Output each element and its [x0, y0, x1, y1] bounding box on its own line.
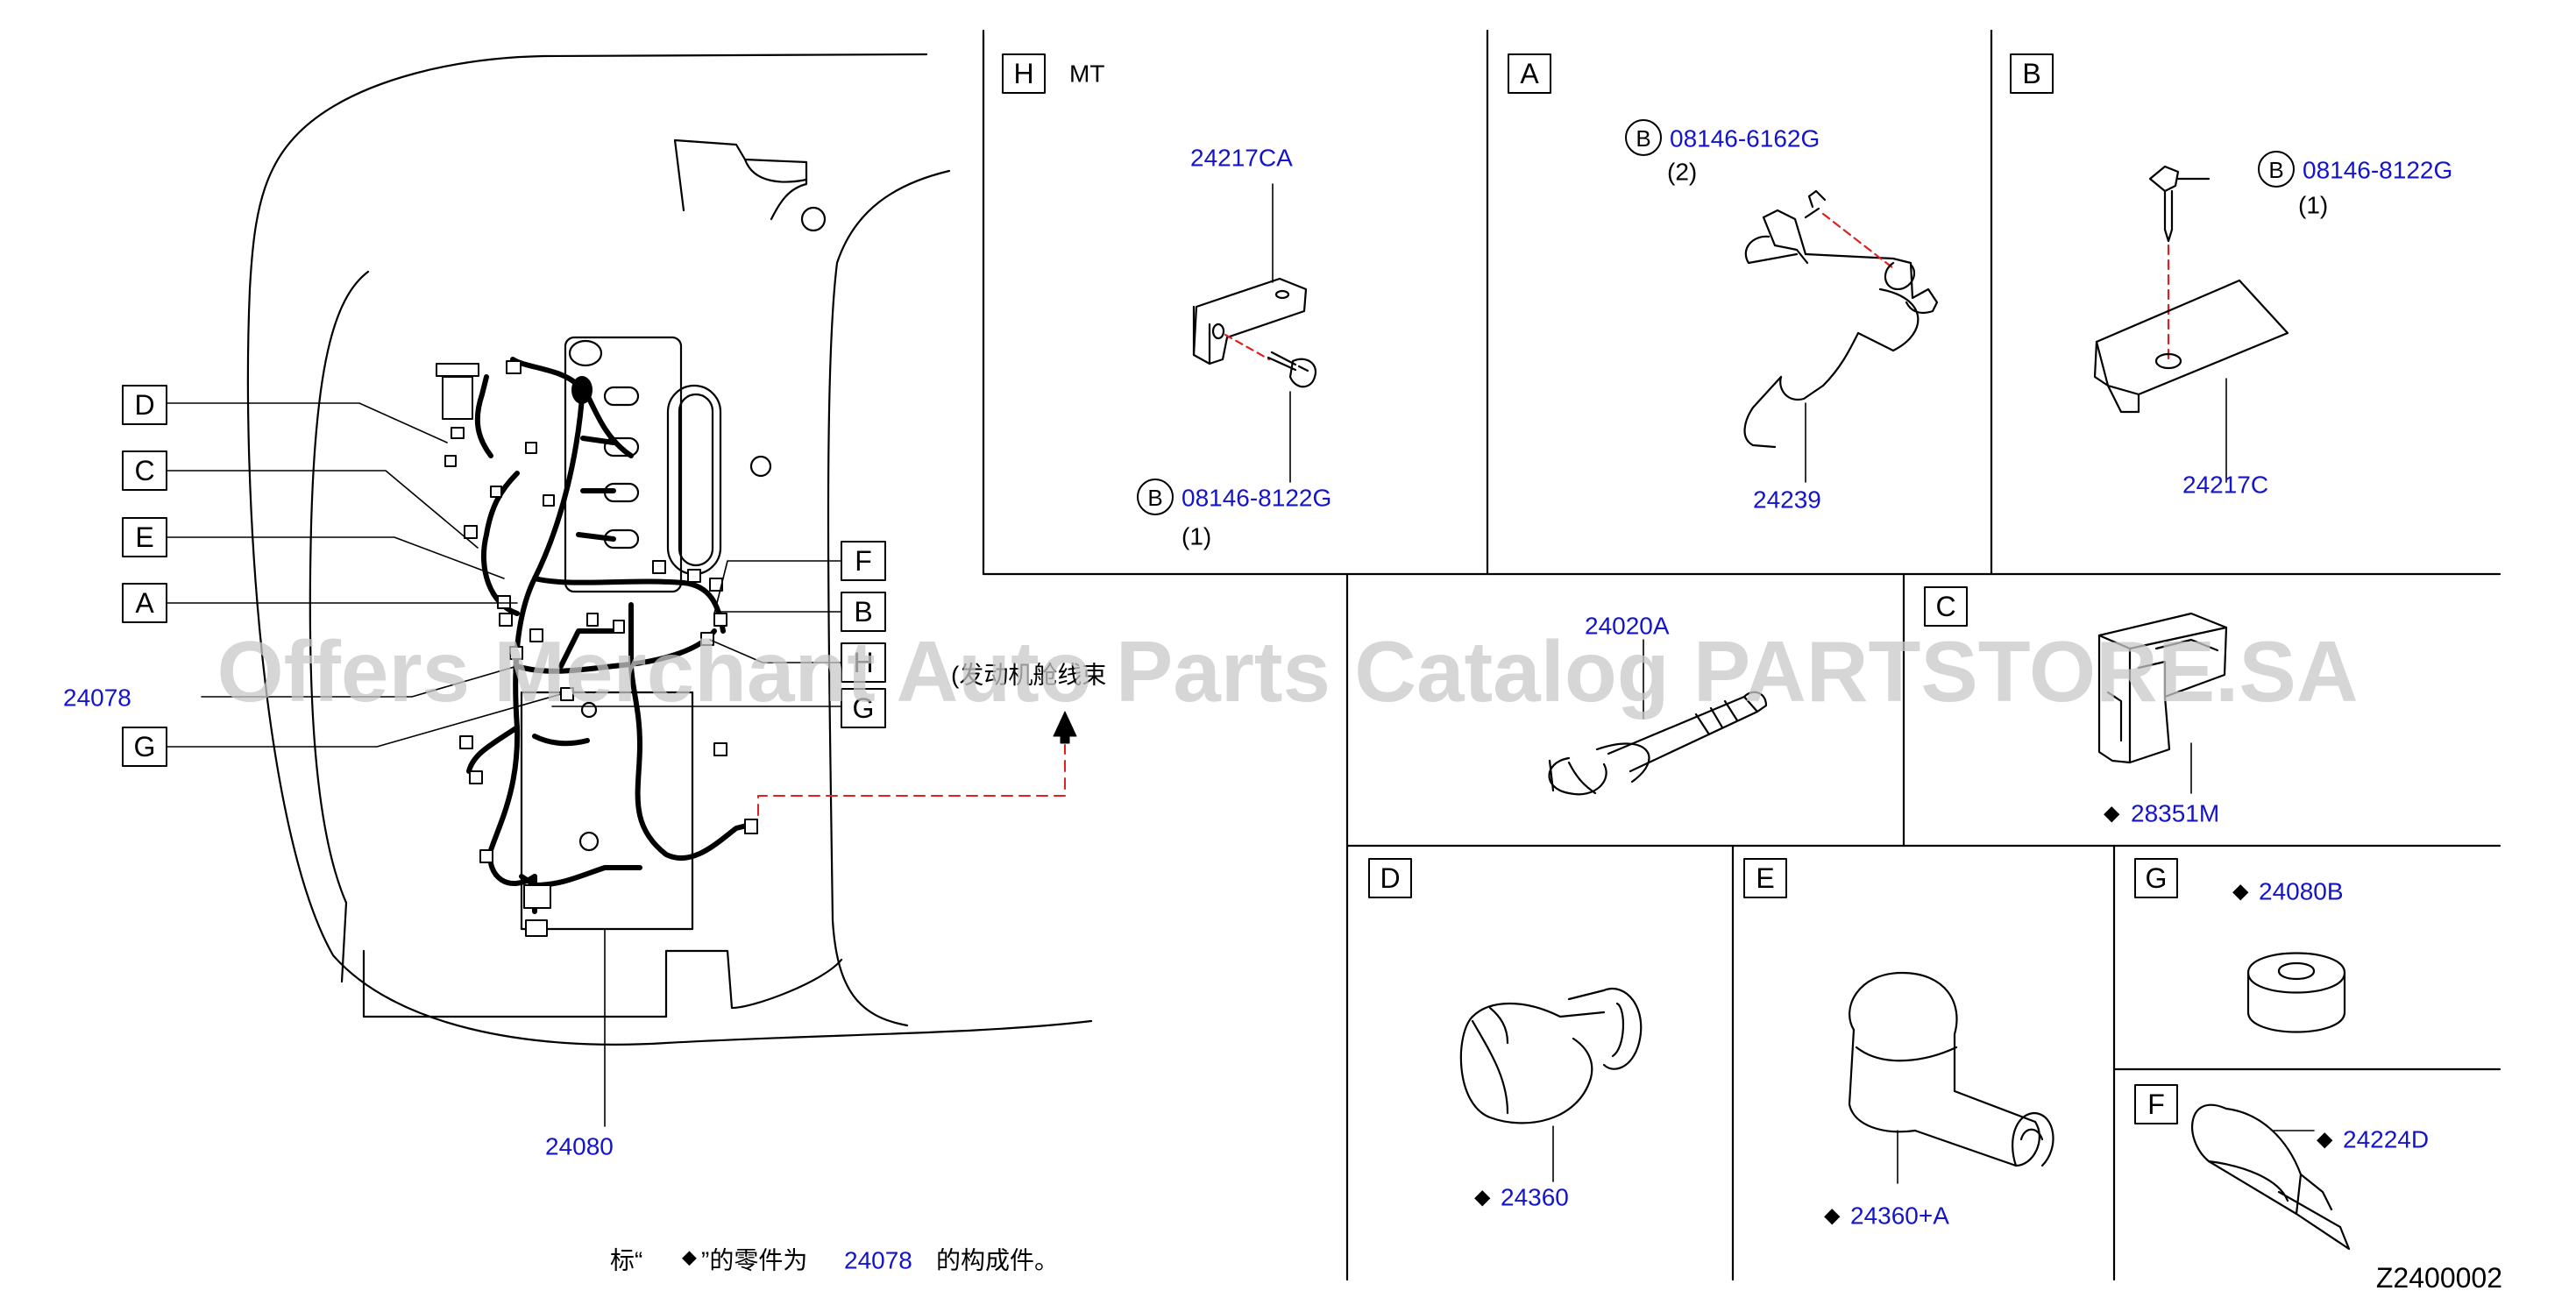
- footnote-diamond-icon: ◆: [682, 1246, 697, 1268]
- panel-e-letter: E: [1756, 862, 1774, 894]
- panel-b-bracket-drawing: [2093, 165, 2289, 483]
- panel-grid: [982, 29, 2501, 1281]
- callout-a: A: [135, 587, 154, 619]
- panel-h-bracket-drawing: [1192, 183, 1317, 483]
- panel-b-letter: B: [2022, 58, 2040, 89]
- panel-g-letter: G: [2146, 862, 2168, 894]
- callout-c: C: [134, 455, 154, 486]
- diamond-icon-d: ◆: [1474, 1186, 1491, 1209]
- panel-a-bracket-drawing: [1743, 189, 1939, 483]
- watermark: Offers Merchant Auto Parts Catalog PARTS…: [216, 623, 2358, 720]
- callout-e: E: [135, 521, 153, 553]
- panel-d-boot-drawing: [1459, 988, 1643, 1182]
- footnote-prefix: 标“: [610, 1247, 642, 1274]
- part-24078-label[interactable]: 24078: [63, 684, 131, 712]
- panel-e-boot-drawing: [1848, 971, 2054, 1184]
- diamond-icon-g: ◆: [2232, 880, 2249, 904]
- diamond-icon-f: ◆: [2317, 1128, 2333, 1152]
- part-24224d-label[interactable]: 24224D: [2343, 1126, 2429, 1153]
- ignition-coils: [603, 386, 640, 550]
- diagram-code: Z2400002: [2376, 1262, 2502, 1294]
- diamond-icon-e: ◆: [1824, 1204, 1841, 1228]
- part-28351m-label[interactable]: 28351M: [2131, 800, 2219, 827]
- callout-f: F: [855, 545, 872, 577]
- panel-c-letter: C: [1935, 591, 1955, 622]
- part-24080b-label[interactable]: 24080B: [2259, 878, 2344, 905]
- chinese-harness-label: (发动机舱线束: [951, 662, 1106, 689]
- callout-g: G: [134, 731, 156, 762]
- part-24080-label[interactable]: 24080: [545, 1133, 614, 1160]
- panel-f-letter: F: [2147, 1089, 2165, 1120]
- up-arrow-icon: [1053, 711, 1077, 744]
- callout-b: B: [854, 596, 872, 628]
- panel-b-qty: (1): [2298, 192, 2328, 219]
- chinese-label-leader: [757, 744, 1066, 816]
- bolt-circle-label-h: B: [1147, 485, 1162, 511]
- footnote-part-24078[interactable]: 24078: [844, 1247, 912, 1274]
- panel-a-qty: (2): [1667, 159, 1697, 186]
- part-24239-label[interactable]: 24239: [1753, 486, 1821, 514]
- panel-d-letter: D: [1380, 862, 1400, 894]
- part-24217c-label[interactable]: 24217C: [2182, 472, 2268, 499]
- bolt-circle-label-b: B: [2268, 157, 2283, 183]
- vehicle-outline: [246, 53, 1093, 1046]
- part-08146-8122g-label-h[interactable]: 08146-8122G: [1182, 485, 1331, 512]
- panel-f-cable-tie-drawing: [2190, 1103, 2351, 1251]
- panel-letter-boxes: [1002, 53, 2178, 1124]
- part-24020a-label[interactable]: 24020A: [1585, 613, 1670, 640]
- footnote-mid: ”的零件为: [701, 1247, 807, 1274]
- panel-h-qty: (1): [1182, 523, 1211, 550]
- panel-g-grommet-drawing: [2246, 952, 2346, 1033]
- part-24217ca-label[interactable]: 24217CA: [1190, 145, 1293, 172]
- part-08146-8122g-label-b[interactable]: 08146-8122G: [2303, 157, 2452, 184]
- panel-c-connector-drawing: [2097, 612, 2228, 794]
- panel-h-tag: MT: [1069, 60, 1104, 88]
- panel-a-letter: A: [1520, 58, 1539, 89]
- callout-g-right: G: [853, 692, 875, 724]
- callout-h: H: [853, 647, 873, 678]
- bolt-circle-label-a: B: [1636, 125, 1650, 152]
- part-24360-label[interactable]: 24360: [1501, 1184, 1569, 1211]
- footnote-suffix: 的构成件。: [936, 1247, 1059, 1274]
- panel-a2-bolt-drawing: [1548, 639, 1768, 796]
- overview-callout-boxes: [122, 385, 886, 767]
- overview-leaders: [166, 402, 842, 1127]
- harness-connectors: [436, 360, 758, 937]
- callout-d: D: [134, 389, 154, 421]
- part-24360a-label[interactable]: 24360+A: [1850, 1202, 1949, 1230]
- bolt-circle-icons: [1137, 119, 2295, 515]
- panel-h-letter: H: [1013, 58, 1033, 89]
- part-08146-6162g-label[interactable]: 08146-6162G: [1670, 125, 1820, 152]
- diamond-icon-c: ◆: [2104, 802, 2120, 826]
